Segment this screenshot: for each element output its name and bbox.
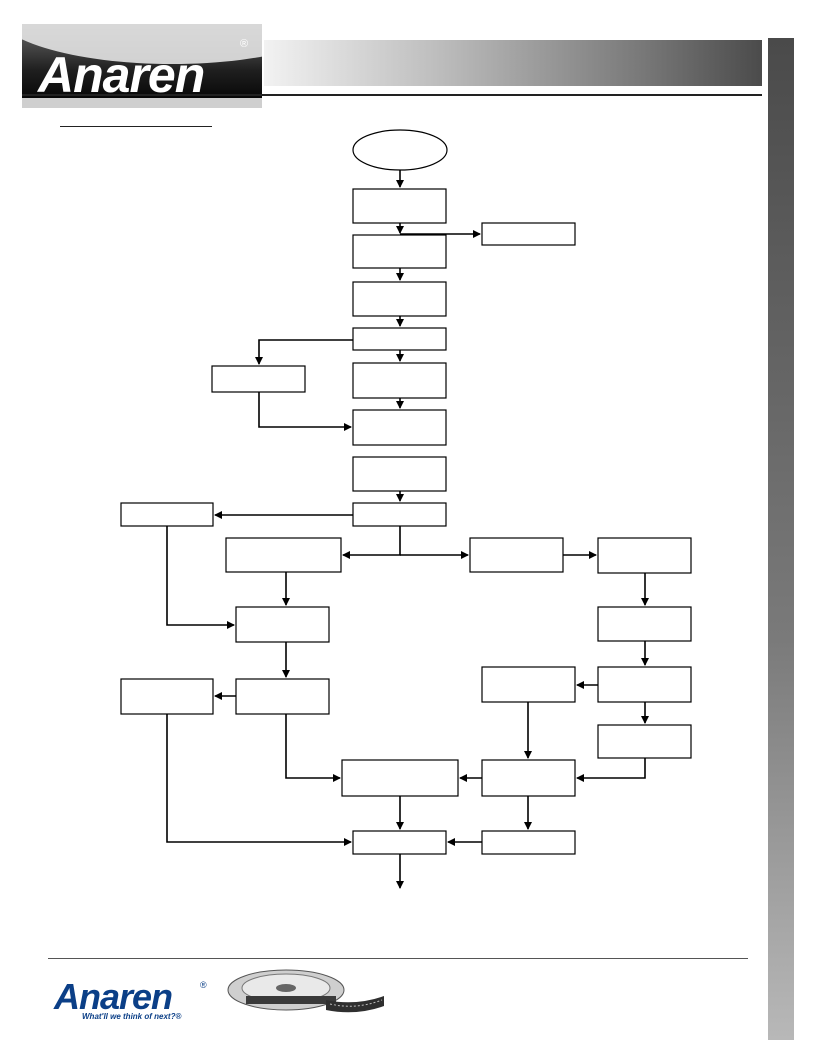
arrow-8b-to-10l bbox=[166, 526, 235, 629]
header-logo-mark: ® bbox=[240, 38, 249, 50]
flow-step-4b bbox=[211, 365, 306, 393]
flow-step-11-left bbox=[235, 678, 330, 715]
flow-step-7 bbox=[352, 456, 447, 492]
flow-step-3 bbox=[352, 281, 447, 317]
arrow-13r-to-14r bbox=[576, 758, 646, 782]
flow-step-10-left bbox=[235, 606, 330, 643]
flow-step-9-right bbox=[469, 537, 564, 573]
header-logo-text: Anaren bbox=[38, 47, 205, 103]
flow-step-10-right bbox=[597, 537, 692, 574]
arrow-11l-to-14 bbox=[285, 714, 341, 782]
flow-step-15-right bbox=[481, 830, 576, 855]
flow-step-9-left bbox=[225, 537, 342, 573]
flow-step-4 bbox=[352, 327, 447, 351]
flow-step-13-right bbox=[597, 724, 692, 759]
header-rule bbox=[22, 94, 762, 96]
footer-rule bbox=[48, 958, 748, 959]
header-gradient-bar bbox=[264, 40, 762, 86]
tape-reel-icon bbox=[227, 969, 384, 1013]
arrow-4b-to-6 bbox=[258, 392, 352, 431]
flow-step-14-right bbox=[481, 759, 576, 797]
flow-step-5 bbox=[352, 362, 447, 399]
flow-step-8 bbox=[352, 502, 447, 527]
arrow-11b-to-final bbox=[166, 714, 352, 846]
flow-step-1 bbox=[352, 188, 447, 224]
flow-step-8b bbox=[120, 502, 214, 527]
flow-step-6 bbox=[352, 409, 447, 446]
arrow-4-to-4b bbox=[255, 339, 353, 365]
arrow-8-to-9-left bbox=[342, 526, 401, 559]
logo-band bbox=[22, 98, 262, 108]
section-title-underline bbox=[60, 126, 212, 127]
flow-step-12b-right bbox=[481, 666, 576, 703]
flow-step-14-merge bbox=[341, 759, 459, 797]
flow-step-final bbox=[352, 830, 447, 855]
flow-step-11b-left bbox=[120, 678, 214, 715]
footer-tagline: What'll we think of next?® bbox=[82, 1012, 182, 1021]
flow-step-11-right bbox=[597, 606, 692, 642]
flow-step-2b bbox=[481, 222, 576, 246]
footer-logo: Anaren ® What'll we think of next?® bbox=[54, 976, 214, 1026]
footer-logo-mark: ® bbox=[200, 980, 207, 990]
flow-step-2 bbox=[352, 234, 447, 269]
flow-start-terminal bbox=[352, 129, 448, 171]
footer-logo-text: Anaren bbox=[54, 976, 173, 1017]
flow-step-12-right bbox=[597, 666, 692, 703]
side-gradient-bar bbox=[768, 38, 794, 1040]
